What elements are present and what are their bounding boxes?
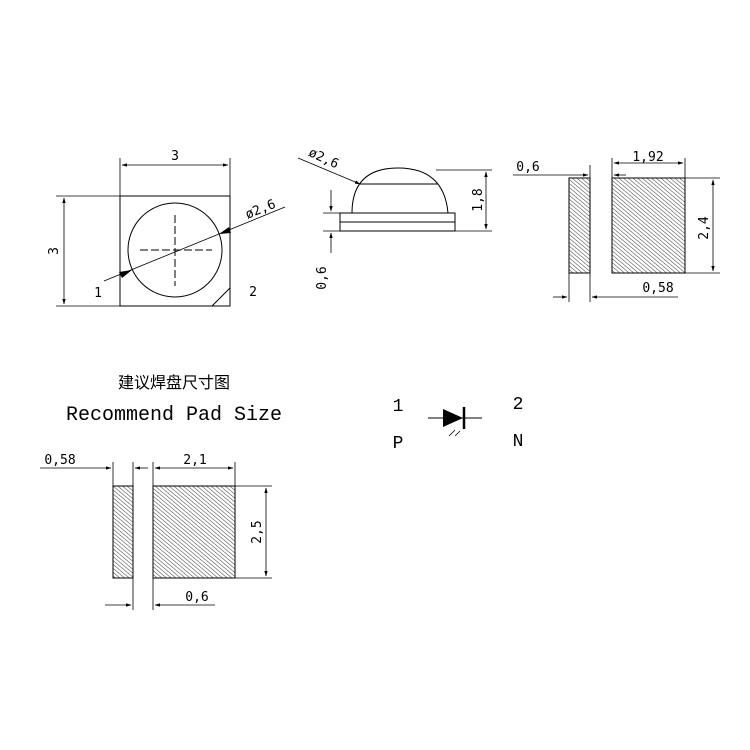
diameter-leader: [103, 206, 286, 282]
diameter-leader: [297, 157, 361, 185]
dome-outline: [351, 167, 449, 214]
package-outline: [119, 195, 231, 307]
title-en: Recommend Pad Size: [66, 404, 282, 427]
arrow-head: [119, 270, 132, 278]
width-label: 3: [171, 149, 179, 164]
height-label: 1,8: [471, 188, 486, 211]
pad-view: 0,6 1,92 2,4 0,58: [513, 150, 720, 302]
base-label: 0,6: [315, 266, 330, 289]
diameter-label: ø2,6: [243, 197, 278, 223]
pad-height-label: 2,5: [250, 520, 265, 543]
pad-width-label: 1,92: [632, 150, 663, 165]
pad-width-label: 2,1: [183, 453, 206, 468]
pin2-polarity: N: [513, 432, 524, 452]
diode-triangle-icon: [443, 409, 463, 427]
base-lower: [339, 221, 456, 232]
gap-label: 0,6: [516, 160, 539, 175]
pin1-label: 1: [94, 286, 102, 301]
small-pad: [568, 177, 591, 274]
cathode-chamfer: [211, 287, 231, 307]
emission-arrow: [448, 429, 456, 437]
diode-symbol: 1 2 P N: [393, 395, 524, 454]
emission-arrow: [454, 430, 461, 437]
pin2-number: 2: [513, 395, 524, 415]
lens-circle: [127, 202, 223, 298]
pin1-polarity: P: [393, 434, 404, 454]
recommend-pad-view: 0,58 2,1 2,5 0,6: [40, 453, 272, 610]
base-upper: [339, 212, 456, 223]
diameter-label: ø2,6: [306, 145, 341, 172]
large-pad: [611, 177, 686, 274]
side-view: 1,8 0,6 ø2,6: [297, 145, 492, 290]
pin1-number: 1: [393, 397, 404, 417]
small-pad-label: 0,58: [44, 453, 75, 468]
small-pad: [112, 485, 134, 579]
large-pad: [152, 485, 236, 579]
small-pad-label: 0,58: [642, 281, 673, 296]
pad-height-label: 2,4: [697, 216, 712, 240]
pin2-label: 2: [249, 285, 257, 300]
top-view: 3 3 ø2,6 1 2: [47, 149, 286, 307]
recommend-title: 建议焊盘尺寸图 Recommend Pad Size: [66, 373, 282, 427]
arrow-head: [219, 227, 231, 234]
title-cn: 建议焊盘尺寸图: [118, 373, 230, 392]
height-label: 3: [47, 247, 62, 255]
gap-label: 0,6: [185, 590, 208, 605]
